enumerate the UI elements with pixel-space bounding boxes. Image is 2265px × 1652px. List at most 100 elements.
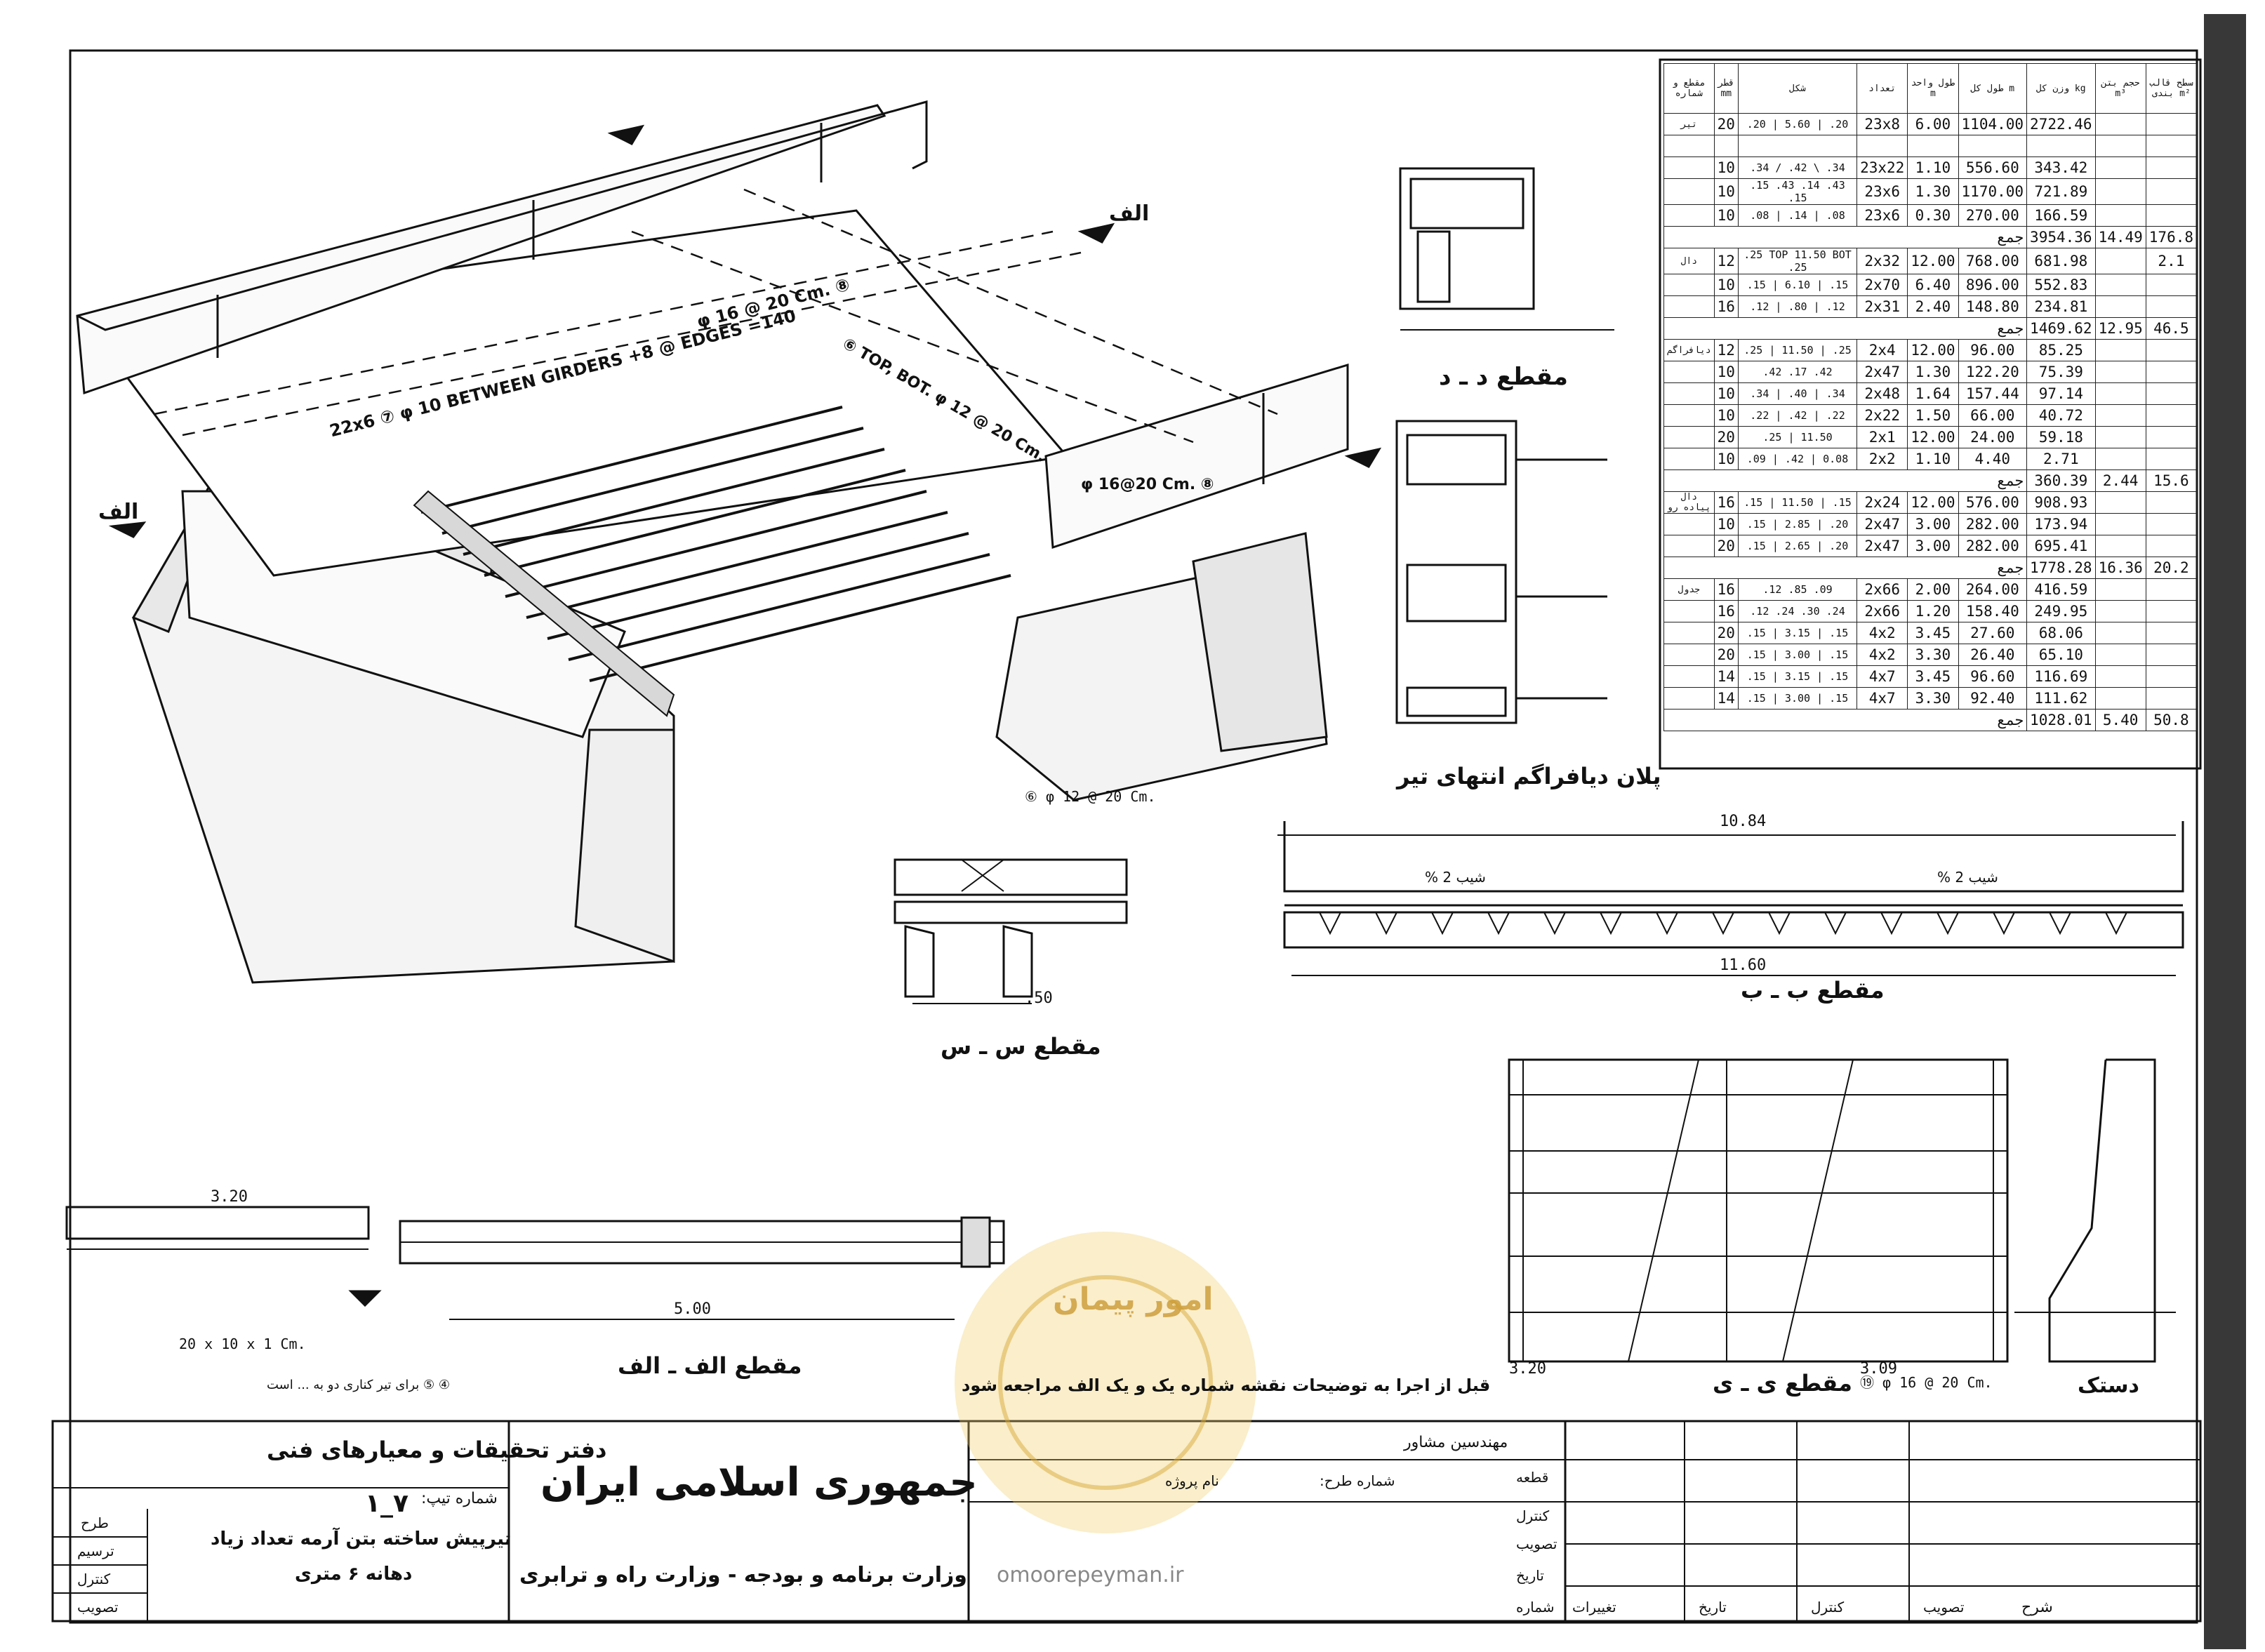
schedule-header-cell: طول واحد m — [1907, 63, 1959, 114]
schedule-cell: 20 — [1713, 644, 1739, 666]
schedule-group-label — [1663, 382, 1715, 405]
dim-b-slope-right: شیب 2 % — [1937, 869, 1998, 886]
schedule-cell — [1958, 135, 2028, 157]
schedule-cell: 111.62 — [2026, 687, 2096, 710]
schedule-formwork-cell — [2145, 156, 2198, 179]
schedule-cell: 6.40 — [1907, 274, 1959, 296]
schedule-group-label — [1663, 295, 1715, 318]
schedule-cell: 695.41 — [2026, 535, 2096, 557]
schedule-cell: 2.40 — [1907, 295, 1959, 318]
schedule-total-weight: 1469.62 — [2026, 317, 2096, 340]
schedule-concrete-cell — [2094, 404, 2146, 427]
schedule-cell: 3.30 — [1907, 644, 1959, 666]
section-alef-title: مقطع الف ـ الف — [618, 1352, 802, 1379]
project-name-label: نام پروژه — [1165, 1472, 1219, 1489]
schedule-shape-cell: .12 .85 .09 — [1737, 578, 1858, 601]
section-y-view — [1508, 1058, 2009, 1363]
schedule-total-weight: 1028.01 — [2026, 709, 2096, 731]
schedule-total-concrete: 14.49 — [2094, 226, 2146, 248]
approval-row-3: تاریخ — [1516, 1567, 1544, 1584]
schedule-concrete-cell — [2094, 578, 2146, 601]
section-marker-alef — [108, 521, 147, 538]
section-marker-j — [607, 124, 645, 145]
schedule-group-label — [1663, 687, 1715, 710]
schedule-shape-cell: .42 .17 .42 — [1737, 361, 1858, 383]
schedule-cell: 2.71 — [2026, 448, 2096, 470]
schedule-concrete-cell — [2094, 248, 2146, 274]
schedule-shape-cell: .34 / .42 \ .34 — [1737, 156, 1858, 179]
schedule-shape-cell: .25 | 11.50 — [1737, 426, 1858, 448]
schedule-cell: 2x2 — [1856, 448, 1908, 470]
schedule-group-label — [1663, 178, 1715, 205]
dim-y-320: 3.20 — [1509, 1360, 1546, 1378]
schedule-concrete-cell — [2094, 644, 2146, 666]
schedule-total-weight: 1778.28 — [2026, 557, 2096, 579]
schedule-cell: 6.00 — [1907, 113, 1959, 135]
schedule-cell: 66.00 — [1958, 404, 2028, 427]
schedule-formwork-cell — [2145, 204, 2198, 227]
edge-detail-view — [2014, 1058, 2176, 1363]
schedule-cell: 65.10 — [2026, 644, 2096, 666]
schedule-cell: 157.44 — [1958, 382, 2028, 405]
schedule-group-label — [1663, 204, 1715, 227]
schedule-cell: 4x7 — [1856, 687, 1908, 710]
schedule-cell: 2722.46 — [2026, 113, 2096, 135]
schedule-concrete-cell — [2094, 622, 2146, 644]
title-line-1: تیرپیش ساخته بتن آرمه تعداد زیاد — [211, 1528, 512, 1550]
schedule-formwork-cell — [2145, 687, 2198, 710]
schedule-total-weight: 360.39 — [2026, 469, 2096, 492]
schedule-cell: 908.93 — [2026, 491, 2096, 514]
schedule-cell: 85.25 — [2026, 339, 2096, 361]
schedule-concrete-cell — [2094, 535, 2146, 557]
schedule-shape-cell: .15 | 2.65 | .20 — [1737, 535, 1858, 557]
parapet-right — [1044, 363, 1349, 549]
dim-b-total: 10.84 — [1720, 813, 1767, 830]
schedule-cell: 270.00 — [1958, 204, 2028, 227]
schedule-cell: 166.59 — [2026, 204, 2096, 227]
schedule-cell — [1713, 135, 1739, 157]
section-s-view — [894, 858, 1128, 1004]
schedule-group-label — [1663, 426, 1715, 448]
schedule-cell: 552.83 — [2026, 274, 2096, 296]
schedule-cell: 416.59 — [2026, 578, 2096, 601]
schedule-formwork-cell — [2145, 600, 2198, 622]
schedule-concrete-cell — [2094, 361, 2146, 383]
schedule-cell: 0.30 — [1907, 204, 1959, 227]
schedule-shape-cell: .34 | .40 | .34 — [1737, 382, 1858, 405]
schedule-shape-cell: .09 | .42 | 0.08 — [1737, 448, 1858, 470]
schedule-frame — [1659, 58, 2202, 770]
dim-alef-320: 3.20 — [211, 1188, 248, 1206]
schedule-group-label — [1663, 644, 1715, 666]
schedule-concrete-cell — [2094, 448, 2146, 470]
schedule-group-label — [1663, 513, 1715, 535]
schedule-total-label: جمع — [1663, 469, 2028, 492]
schedule-cell: 1.30 — [1907, 361, 1959, 383]
schedule-cell: 10 — [1713, 156, 1739, 179]
diaphragm-plan-view — [1395, 420, 1607, 724]
schedule-formwork-cell — [2145, 535, 2198, 557]
section-d-title: مقطع د ـ د — [1439, 363, 1568, 391]
frame-right-edge — [2204, 14, 2246, 1649]
schedule-cell: 10 — [1713, 204, 1739, 227]
section-marker-d — [1344, 447, 1382, 468]
schedule-total-concrete: 2.44 — [2094, 469, 2146, 492]
schedule-header-cell: مقطع و شماره — [1663, 63, 1715, 114]
schedule-cell: 10 — [1713, 178, 1739, 205]
schedule-group-label: دیافراگم — [1663, 339, 1715, 361]
title-block — [51, 1420, 2202, 1623]
sheet-no: ۱_۷ — [365, 1489, 409, 1518]
s-legend: ⑥ φ 12 @ 20 Cm. — [1025, 788, 1156, 805]
diaphragm-plan-title: پلان دیافراگم انتهای تیر — [1397, 763, 1661, 790]
schedule-cell: 16 — [1713, 578, 1739, 601]
schedule-cell: 576.00 — [1958, 491, 2028, 514]
